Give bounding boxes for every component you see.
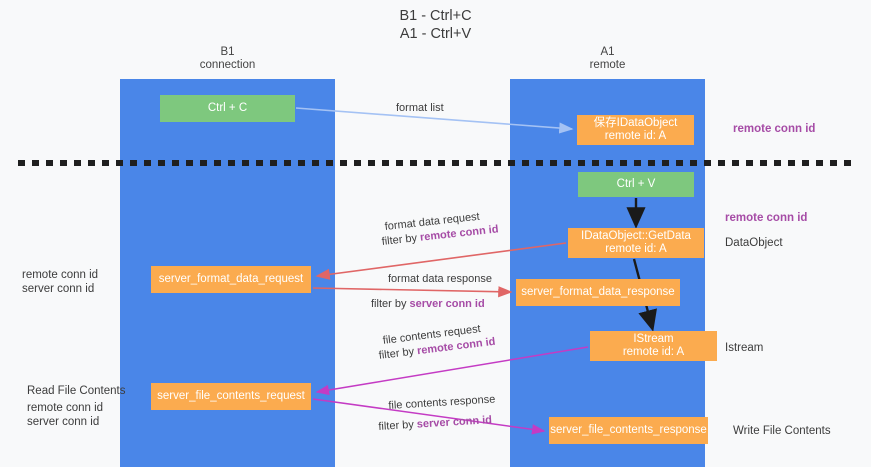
box-save-idataobject-line2: remote id: A bbox=[604, 130, 667, 142]
box-ctrl-v-label: Ctrl + V bbox=[616, 178, 656, 190]
lane-header-b1-name: B1 bbox=[220, 46, 235, 58]
box-save-idataobject-label: 保存IDataObject remote id: A bbox=[594, 117, 678, 143]
box-server-file-contents-response[interactable]: server_file_contents_response bbox=[549, 417, 708, 444]
box-istream-line2: remote id: A bbox=[622, 346, 685, 358]
edge-label-fcresp-filter-prefix: filter by bbox=[378, 418, 418, 433]
box-idataobject-getdata-label: IDataObject::GetData remote id: A bbox=[581, 230, 691, 256]
box-ctrl-v[interactable]: Ctrl + V bbox=[578, 172, 694, 197]
annotation-remote-conn-id-1: remote conn id bbox=[22, 269, 99, 281]
box-server-format-data-response[interactable]: server_format_data_response bbox=[516, 279, 680, 306]
box-server-file-contents-response-label: server_file_contents_response bbox=[550, 424, 707, 436]
box-istream[interactable]: IStream remote id: A bbox=[590, 331, 717, 361]
edge-label-format-data-response: format data response bbox=[388, 273, 492, 285]
box-ctrl-c[interactable]: Ctrl + C bbox=[160, 95, 295, 122]
connector-format-data-response bbox=[312, 286, 513, 298]
lane-header-b1-sub: connection bbox=[199, 59, 256, 71]
box-server-format-data-response-label: server_format_data_response bbox=[521, 286, 675, 298]
box-server-format-data-request[interactable]: server_format_data_request bbox=[151, 266, 311, 293]
edge-label-fdresp-filter-prefix: filter by bbox=[371, 298, 410, 310]
edge-label-fcresp-filter-key: server conn id bbox=[416, 414, 493, 431]
box-save-idataobject-line1: 保存IDataObject bbox=[593, 117, 678, 129]
edge-label-file-contents-response-filter: filter by server conn id bbox=[378, 413, 492, 434]
edge-label-fdreq-filter-prefix: filter by bbox=[381, 231, 421, 248]
annotation-server-conn-id-1: server conn id bbox=[22, 283, 95, 295]
edge-label-fcreq-filter-prefix: filter by bbox=[378, 345, 418, 362]
annotation-remote-conn-id-2: remote conn id bbox=[27, 402, 104, 414]
box-idataobject-getdata-line1: IDataObject::GetData bbox=[581, 230, 691, 242]
box-ctrl-c-label: Ctrl + C bbox=[207, 102, 248, 114]
box-server-file-contents-request-label: server_file_contents_request bbox=[157, 390, 305, 402]
title-line-2: A1 - Ctrl+V bbox=[399, 26, 472, 42]
box-server-file-contents-request[interactable]: server_file_contents_request bbox=[151, 383, 311, 410]
edge-label-format-list: format list bbox=[396, 102, 444, 114]
lane-header-a1: A1 remote bbox=[510, 46, 705, 72]
box-idataobject-getdata[interactable]: IDataObject::GetData remote id: A bbox=[568, 228, 704, 258]
annotation-write-file-contents: Write File Contents bbox=[733, 425, 831, 437]
annotation-remote-conn-id-top: remote conn id bbox=[733, 123, 816, 135]
annotation-read-file-contents: Read File Contents bbox=[27, 385, 126, 397]
diagram-title: B1 - Ctrl+C A1 - Ctrl+V bbox=[0, 7, 871, 43]
annotation-server-conn-id-2: server conn id bbox=[27, 416, 100, 428]
annotation-conn-id-group-1: remote conn id server conn id bbox=[22, 268, 98, 296]
box-istream-label: IStream remote id: A bbox=[623, 333, 684, 359]
annotation-istream: Istream bbox=[725, 342, 764, 354]
annotation-dataobject: DataObject bbox=[725, 237, 783, 249]
annotation-remote-conn-id-mid: remote conn id bbox=[725, 212, 808, 224]
box-server-format-data-request-label: server_format_data_request bbox=[158, 273, 304, 285]
box-save-idataobject[interactable]: 保存IDataObject remote id: A bbox=[577, 115, 694, 145]
lane-header-a1-name: A1 bbox=[600, 46, 615, 58]
edge-label-fdresp-filter-key: server conn id bbox=[409, 298, 485, 310]
box-istream-line1: IStream bbox=[633, 333, 674, 345]
annotation-conn-id-group-2: remote conn id server conn id bbox=[27, 401, 103, 429]
title-line-1: B1 - Ctrl+C bbox=[399, 8, 472, 24]
lane-header-b1: B1 connection bbox=[120, 46, 335, 72]
box-idataobject-getdata-line2: remote id: A bbox=[605, 243, 667, 255]
lane-header-a1-sub: remote bbox=[589, 59, 626, 71]
edge-label-format-data-response-filter: filter by server conn id bbox=[371, 297, 485, 311]
edge-label-file-contents-response: file contents response bbox=[388, 393, 496, 412]
